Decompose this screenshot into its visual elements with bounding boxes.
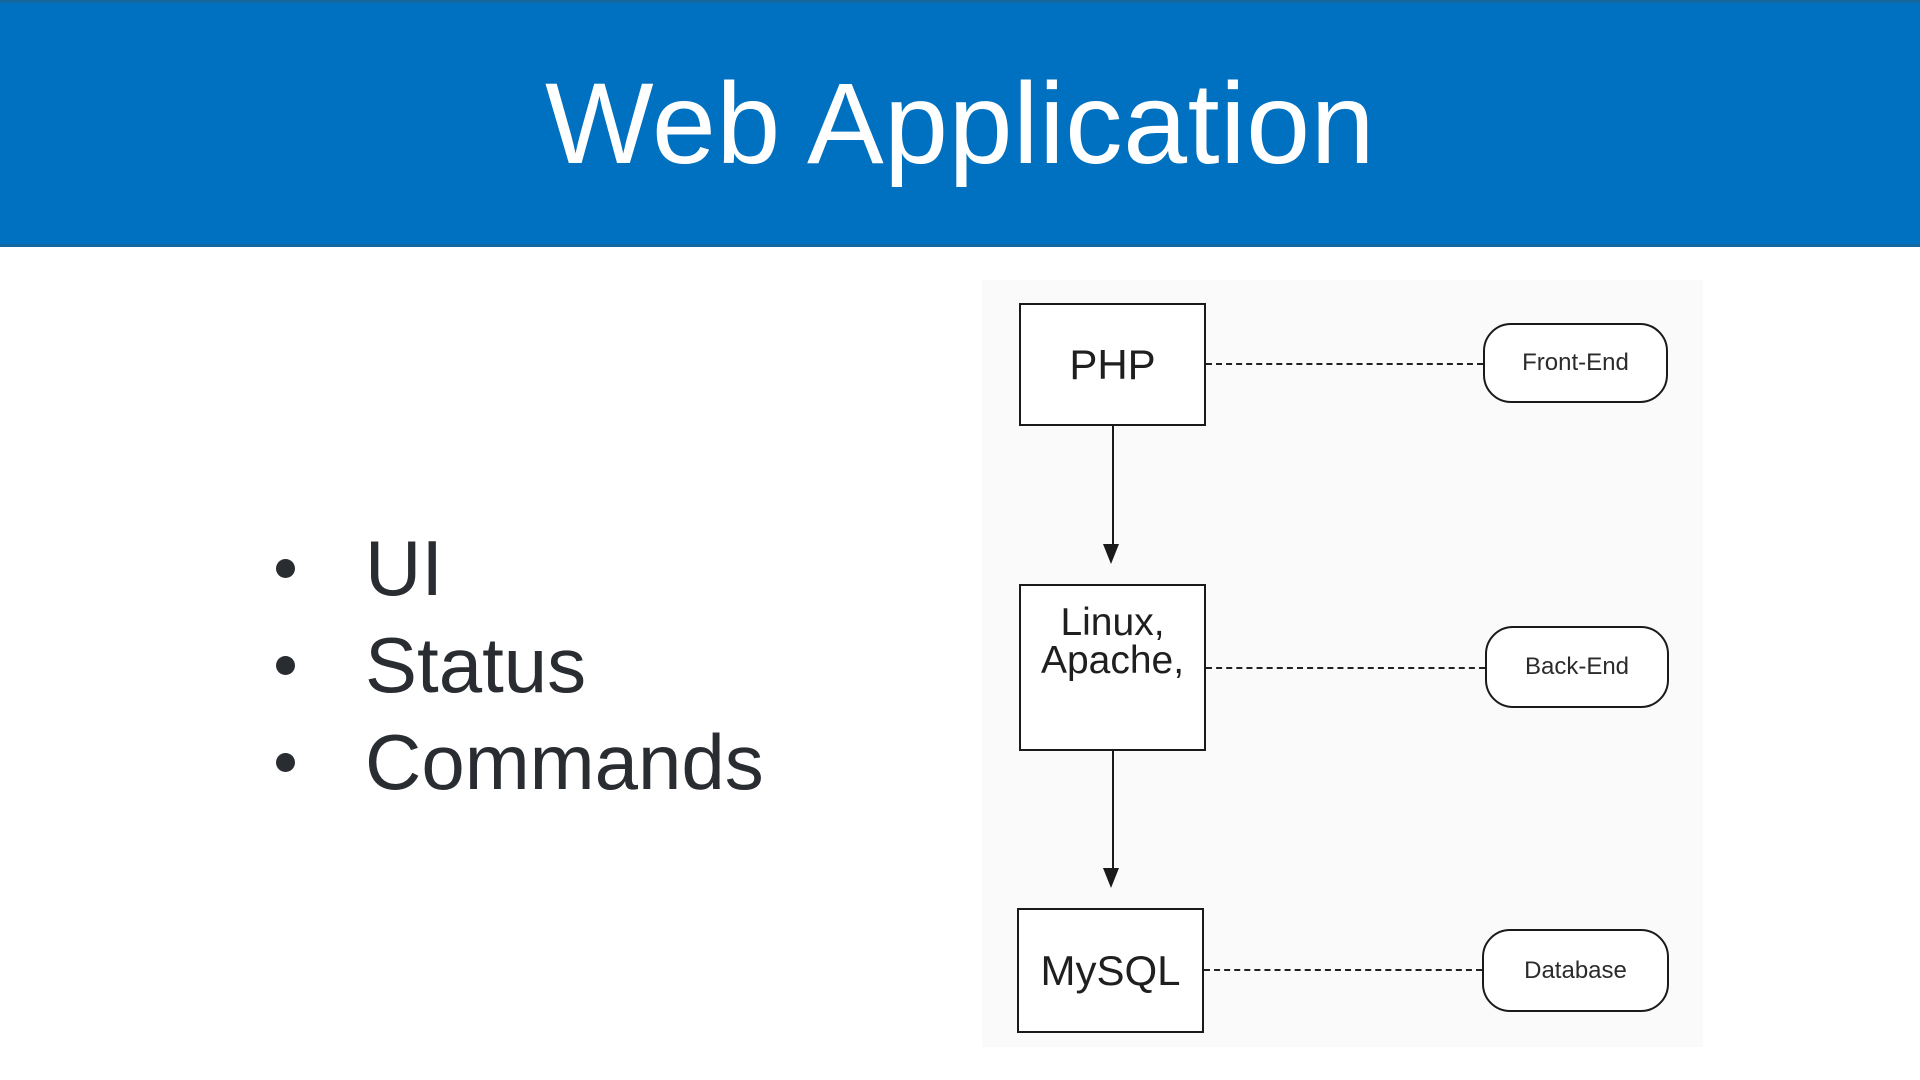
box-label-line: Apache, xyxy=(1040,639,1185,682)
node-label: Database xyxy=(1524,956,1627,984)
bullet-label: Status xyxy=(365,621,587,709)
arrow-line xyxy=(1112,426,1114,544)
dashed-connector-mysql-database xyxy=(1204,969,1482,971)
slide-title: Web Application xyxy=(544,59,1376,188)
box-label-line: Linux, xyxy=(1060,601,1165,644)
dashed-connector-php-front-end xyxy=(1206,363,1483,365)
dashed-connector-linux-back-end xyxy=(1206,667,1485,669)
arrow-down-icon xyxy=(1103,544,1119,564)
bullet-item: Commands xyxy=(276,714,764,811)
bullet-icon xyxy=(276,753,295,772)
diagram-box-php: PHP xyxy=(1019,303,1206,426)
arrow-down-icon xyxy=(1103,868,1119,888)
box-label: PHP xyxy=(1069,340,1156,388)
diagram-panel: PHP Linux, Apache, MySQL Front-End Back-… xyxy=(982,280,1703,1047)
diagram-node-database: Database xyxy=(1482,929,1669,1012)
diagram-node-back-end: Back-End xyxy=(1485,626,1669,708)
arrow-line xyxy=(1112,751,1114,868)
bullet-label: UI xyxy=(365,524,443,612)
node-label: Front-End xyxy=(1522,349,1629,376)
box-label: Linux, Apache, xyxy=(1040,601,1185,682)
bullet-item: Status xyxy=(276,617,764,714)
diagram-node-front-end: Front-End xyxy=(1483,323,1668,403)
bullet-item: UI xyxy=(276,520,764,617)
node-label: Back-End xyxy=(1524,653,1630,680)
bullet-list: UI Status Commands xyxy=(276,520,764,811)
bullet-icon xyxy=(276,656,295,675)
diagram-box-linux-apache: Linux, Apache, xyxy=(1019,584,1206,751)
bullet-icon xyxy=(276,559,295,578)
box-label: MySQL xyxy=(1040,946,1181,994)
title-banner: Web Application xyxy=(0,0,1920,247)
bullet-label: Commands xyxy=(365,718,764,806)
diagram-box-mysql: MySQL xyxy=(1017,908,1204,1033)
